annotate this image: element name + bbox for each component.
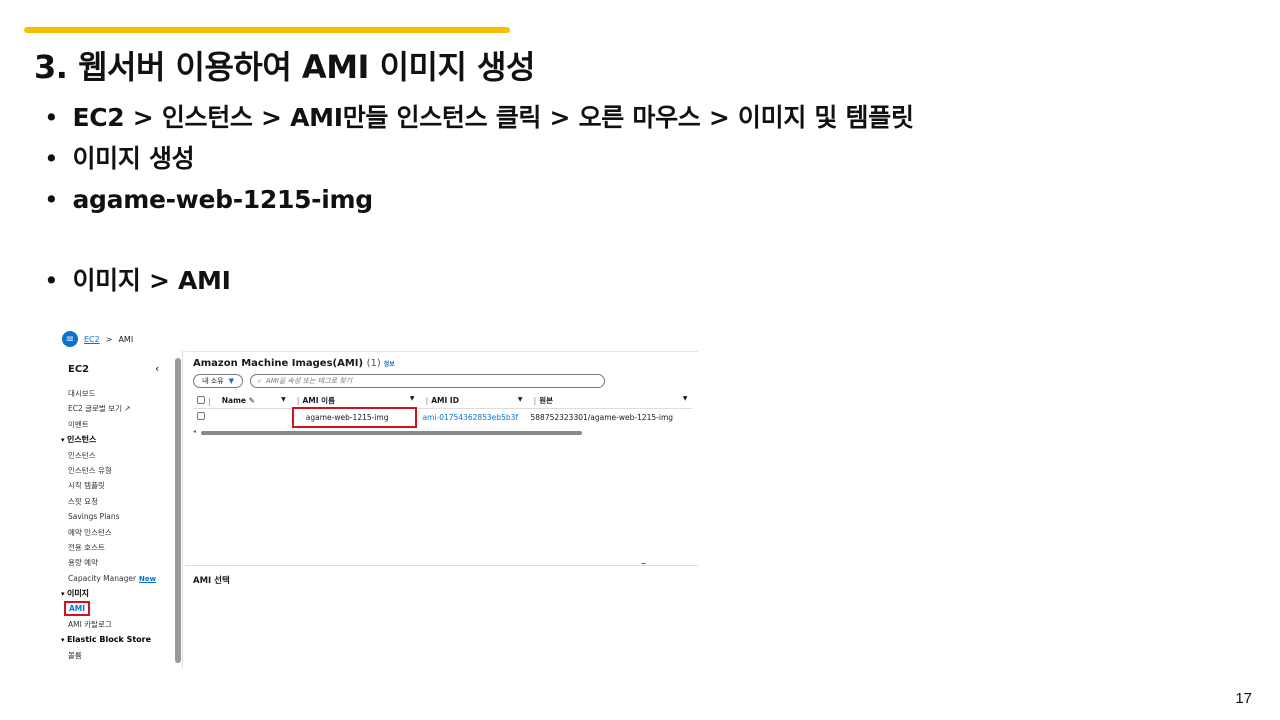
- column-ami-name[interactable]: |AMI 이름▼: [289, 394, 419, 409]
- horizontal-scrollbar[interactable]: [201, 431, 582, 435]
- column-ami-id[interactable]: |AMI ID▼: [418, 394, 527, 409]
- chevron-right-icon: >: [105, 334, 113, 344]
- sidebar-item[interactable]: 인스턴스: [68, 448, 156, 463]
- search-placeholder: AMI을 속성 또는 태그로 찾기: [265, 377, 353, 385]
- sidebar-item[interactable]: AMI: [64, 601, 156, 617]
- ami-table: | Name ✎▼ |AMI 이름▼ |AMI ID▼ |원본▼ agame-w…: [193, 394, 692, 428]
- bullet: 이미지 > AMI: [44, 263, 914, 304]
- cell-source: 588752323301/agame-web-1215-img: [530, 412, 674, 422]
- divider: [185, 351, 698, 352]
- cell-name: [218, 408, 290, 426]
- sidebar-item[interactable]: 예약 인스턴스: [68, 525, 156, 540]
- sidebar-item-label: 대시보드: [68, 389, 96, 398]
- sidebar-item[interactable]: 대시보드: [68, 386, 156, 401]
- sidebar-item[interactable]: AMI 카탈로그: [68, 617, 156, 632]
- sidebar-item-label: AMI 카탈로그: [68, 619, 112, 629]
- row-checkbox[interactable]: [197, 412, 205, 420]
- cell-ami-id[interactable]: ami-01754362853eb5b3f: [422, 412, 519, 422]
- search-icon: ⌕: [257, 376, 261, 385]
- sidebar-item-label: 시작 템플릿: [68, 481, 105, 491]
- sidebar-item-label: Elastic Block Store: [66, 635, 152, 645]
- sidebar-item-label: 볼륨: [68, 650, 82, 660]
- bullet: agame-web-1215-img: [44, 182, 914, 223]
- bullet-list: EC2 > 인스턴스 > AMI만들 인스턴스 클릭 > 오른 마우스 > 이미…: [44, 100, 914, 304]
- search-input[interactable]: ⌕ AMI을 속성 또는 태그로 찾기: [250, 374, 605, 388]
- sidebar-item-label: 인스턴스: [68, 450, 96, 460]
- split-divider[interactable]: [185, 565, 698, 566]
- sidebar-item-label: 이미지: [66, 589, 90, 599]
- sidebar-section[interactable]: 이미지: [61, 586, 156, 601]
- sidebar-item-label: 스팟 요청: [68, 496, 98, 506]
- sidebar-item-label: 인스턴스: [66, 435, 97, 445]
- sidebar-item[interactable]: EC2 글로벌 보기 ↗: [68, 401, 156, 416]
- sidebar-item[interactable]: 볼륨: [68, 648, 156, 663]
- breadcrumb: ≡ EC2 > AMI: [58, 328, 698, 350]
- sidebar-item[interactable]: 인스턴스 유형: [68, 463, 156, 478]
- panel-title: Amazon Machine Images(AMI) (1)정보: [193, 358, 395, 369]
- sidebar-item-label: EC2 글로벌 보기 ↗: [68, 404, 131, 414]
- table-header: | Name ✎▼ |AMI 이름▼ |AMI ID▼ |원본▼: [193, 394, 692, 409]
- main-panel: Amazon Machine Images(AMI) (1)정보 내 소유 ▼ ⌕…: [185, 350, 698, 668]
- filter-label: 내 소유: [202, 377, 224, 385]
- sidebar-item-label: 전용 호스트: [68, 542, 105, 552]
- column-name[interactable]: Name ✎▼: [217, 394, 290, 409]
- column-source[interactable]: |원본▼: [526, 394, 692, 409]
- info-link[interactable]: 정보: [383, 361, 395, 368]
- slide-title: 3. 웹서버 이용하여 AMI 이미지 생성: [34, 48, 535, 86]
- new-badge: New: [139, 574, 157, 583]
- sidebar-item-label: Capacity Manager: [68, 573, 137, 583]
- sort-icon[interactable]: ▼: [409, 395, 415, 403]
- bullet: 이미지 생성: [44, 141, 914, 182]
- sort-icon[interactable]: ▼: [281, 396, 286, 404]
- page-number: 17: [1235, 690, 1252, 707]
- sidebar-item-label: Savings Plans: [68, 512, 120, 522]
- scroll-left-icon[interactable]: ◂: [193, 428, 197, 435]
- menu-icon[interactable]: ≡: [62, 331, 78, 347]
- collapse-icon[interactable]: ‹: [155, 362, 160, 375]
- sidebar-item-label: 이벤트: [68, 419, 89, 429]
- aws-console-screenshot: ≡ EC2 > AMI EC2 ‹ 대시보드 EC2 글로벌 보기 ↗ 이벤트인스턴…: [58, 328, 698, 668]
- sidebar-section[interactable]: 인스턴스: [61, 432, 156, 447]
- breadcrumb-ami: AMI: [118, 334, 134, 344]
- select-all-checkbox[interactable]: [197, 395, 205, 404]
- pencil-icon: ✎: [248, 396, 255, 406]
- sidebar-section[interactable]: Elastic Block Store: [61, 632, 156, 647]
- sidebar-item[interactable]: 스팟 요청: [68, 494, 156, 509]
- sidebar-item-label: AMI: [64, 601, 91, 617]
- title-text: Amazon Machine Images(AMI): [193, 358, 364, 369]
- sort-icon[interactable]: ▼: [682, 395, 688, 403]
- sidebar-title: EC2: [68, 364, 90, 375]
- caret-down-icon: ▼: [228, 377, 234, 385]
- breadcrumb-ec2[interactable]: EC2: [84, 334, 100, 344]
- sidebar-item-label: 인스턴스 유형: [68, 465, 112, 475]
- table-row[interactable]: agame-web-1215-img ami-01754362853eb5b3f…: [193, 406, 692, 428]
- sidebar-item[interactable]: 이벤트: [68, 417, 156, 432]
- sidebar-item-label: 예약 인스턴스: [68, 527, 112, 537]
- sidebar-scrollbar[interactable]: [175, 358, 181, 663]
- sidebar-item[interactable]: 시작 템플릿: [68, 478, 156, 493]
- sort-icon[interactable]: ▼: [517, 396, 523, 404]
- sidebar-item[interactable]: Savings Plans: [68, 509, 156, 524]
- bullet: EC2 > 인스턴스 > AMI만들 인스턴스 클릭 > 오른 마우스 > 이미…: [44, 100, 913, 141]
- sidebar-item[interactable]: 전용 호스트: [68, 540, 156, 555]
- sidebar-item-label: 용량 예약: [68, 558, 98, 568]
- count: (1): [366, 358, 381, 369]
- cell-ami-name: agame-web-1215-img: [291, 406, 417, 428]
- owner-filter-select[interactable]: 내 소유 ▼: [193, 374, 243, 388]
- accent-bar: [24, 27, 510, 33]
- sidebar-item[interactable]: 용량 예약: [68, 555, 156, 570]
- resize-handle[interactable]: –: [641, 558, 646, 569]
- detail-panel-title: AMI 선택: [193, 576, 230, 586]
